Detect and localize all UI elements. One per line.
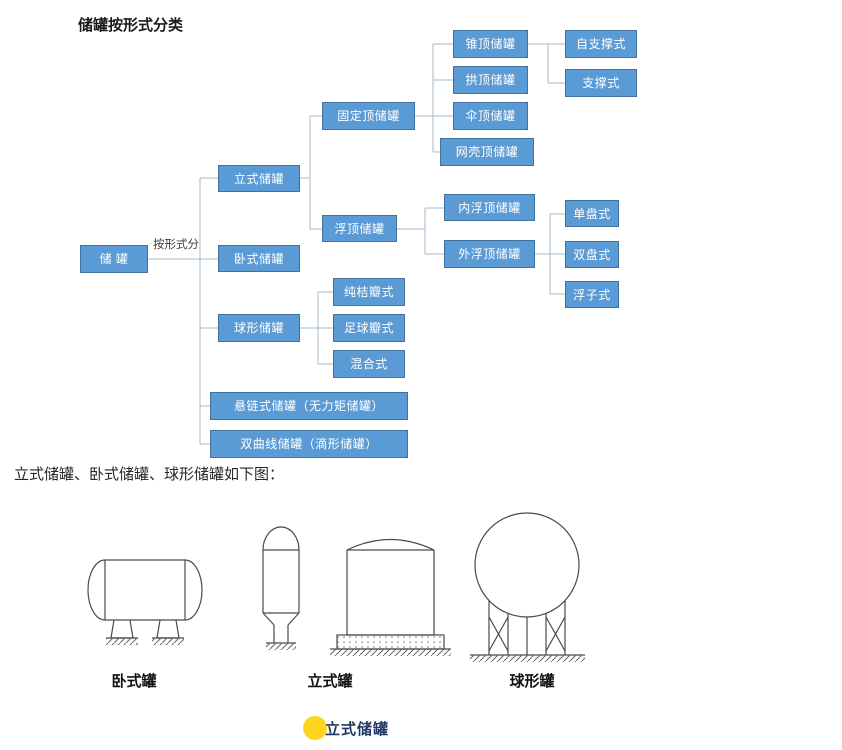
node-floating-roof-tank: 浮顶储罐 — [322, 215, 397, 242]
branch-criterion-label: 按形式分 — [153, 239, 199, 251]
section-heading: 立式储罐 — [303, 716, 389, 740]
vertical-tank-label: 立式罐 — [307, 673, 353, 690]
node-spherical-tank: 球形储罐 — [218, 314, 300, 342]
node-catenary-tank: 悬链式储罐（无力矩储罐） — [210, 392, 408, 420]
vertical-tank-drawing — [262, 526, 451, 656]
node-fixed-roof-tank: 固定顶储罐 — [322, 102, 415, 130]
yellow-bullet-icon — [303, 716, 327, 740]
node-supported: 支撑式 — [565, 69, 637, 97]
node-dome-roof-tank: 拱顶储罐 — [453, 66, 528, 94]
spherical-tank-label: 球形罐 — [509, 673, 555, 690]
horizontal-tank-drawing — [87, 559, 203, 645]
node-self-supporting: 自支撑式 — [565, 30, 637, 58]
node-cone-roof-tank: 锥顶储罐 — [453, 30, 528, 58]
node-horizontal-tank: 卧式储罐 — [218, 245, 300, 272]
node-umbrella-roof-tank: 伞顶储罐 — [453, 102, 528, 130]
diagram-title: 储罐按形式分类 — [78, 17, 184, 34]
node-mixed-type: 混合式 — [333, 350, 405, 378]
node-single-deck: 单盘式 — [565, 200, 619, 227]
node-float-type: 浮子式 — [565, 281, 619, 308]
node-internal-floating-roof-tank: 内浮顶储罐 — [444, 194, 535, 221]
figures-caption: 立式储罐、卧式储罐、球形储罐如下图： — [14, 466, 285, 483]
spherical-tank-drawing — [470, 512, 585, 662]
node-mesh-shell-roof-tank: 网壳顶储罐 — [440, 138, 534, 166]
node-vertical-tank: 立式储罐 — [218, 165, 300, 192]
node-double-deck: 双盘式 — [565, 241, 619, 268]
node-tank-root: 储 罐 — [80, 245, 148, 273]
section-heading-label: 立式储罐 — [325, 720, 390, 738]
node-external-floating-roof-tank: 外浮顶储罐 — [444, 240, 535, 268]
node-hyperbolic-tank: 双曲线储罐（滴形储罐） — [210, 430, 408, 458]
node-orange-petal: 纯桔瓣式 — [333, 278, 405, 306]
node-football-petal: 足球瓣式 — [333, 314, 405, 342]
horizontal-tank-label: 卧式罐 — [111, 673, 157, 690]
